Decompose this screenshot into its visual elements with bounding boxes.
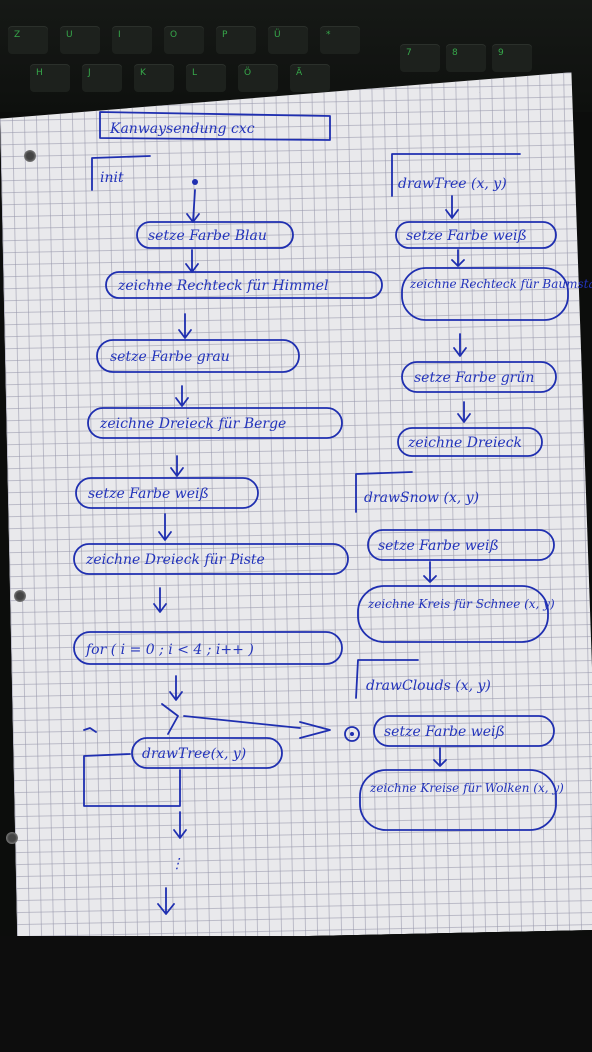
init-step-6: zeichne Dreieck für Piste (85, 552, 265, 568)
drawclouds-header: drawClouds (x, y) (366, 678, 491, 694)
punch-hole (24, 150, 36, 162)
keyboard-key: H (30, 64, 70, 92)
drawsnow-step-1: setze Farbe weiß (378, 538, 499, 554)
keyboard-key: Ü (268, 26, 308, 54)
drawtree-step-1: setze Farbe weiß (406, 228, 527, 244)
keyboard-key: Ö (238, 64, 278, 92)
for-loop-header: for ( i = 0 ; i < 4 ; i++ ) (85, 642, 254, 658)
keyboard-key: J (82, 64, 122, 92)
init-step-2: zeichne Rechteck für Himmel (117, 278, 328, 294)
punch-hole (6, 832, 18, 844)
keyboard-key: * (320, 26, 360, 54)
keyboard-key: 7 (400, 44, 440, 72)
drawtree-step-2: zeichne Rechteck für Baumstamm (409, 277, 592, 291)
init-step-4: zeichne Dreieck für Berge (99, 416, 286, 432)
drawsnow-header: drawSnow (x, y) (364, 490, 479, 506)
keyboard-key: P (216, 26, 256, 54)
keyboard-key: K (134, 64, 174, 92)
keyboard: Z U I O P Ü * 7 8 9 H J K L Ö Ä (0, 0, 592, 112)
init-step-5: setze Farbe weiß (88, 486, 209, 502)
table-surface (0, 936, 592, 1052)
loop-call-drawtree: drawTree(x, y) (142, 746, 246, 762)
init-step-1: setze Farbe Blau (148, 228, 267, 244)
notes-title: Kanwaysendung cxc (109, 121, 255, 137)
drawclouds-step-2: zeichne Kreise für Wolken (x, y) (369, 781, 564, 795)
drawclouds-step-1: setze Farbe weiß (384, 724, 505, 740)
punch-hole (14, 590, 26, 602)
keyboard-key: I (112, 26, 152, 54)
drawtree-header: drawTree (x, y) (398, 176, 507, 192)
keyboard-key: L (186, 64, 226, 92)
keyboard-key: U (60, 26, 100, 54)
keyboard-key: Ä (290, 64, 330, 92)
keyboard-key: Z (8, 26, 48, 54)
drawsnow-step-2: zeichne Kreis für Schnee (x, y) (367, 597, 555, 611)
keyboard-key: O (164, 26, 204, 54)
keyboard-key: 9 (492, 44, 532, 72)
init-header: init (100, 170, 124, 186)
init-step-3: setze Farbe grau (110, 349, 230, 365)
continuation-dots: ⋮ (170, 856, 184, 872)
drawtree-step-3: setze Farbe grün (414, 370, 534, 386)
drawtree-step-4: zeichne Dreieck (407, 435, 522, 451)
keyboard-key: 8 (446, 44, 486, 72)
